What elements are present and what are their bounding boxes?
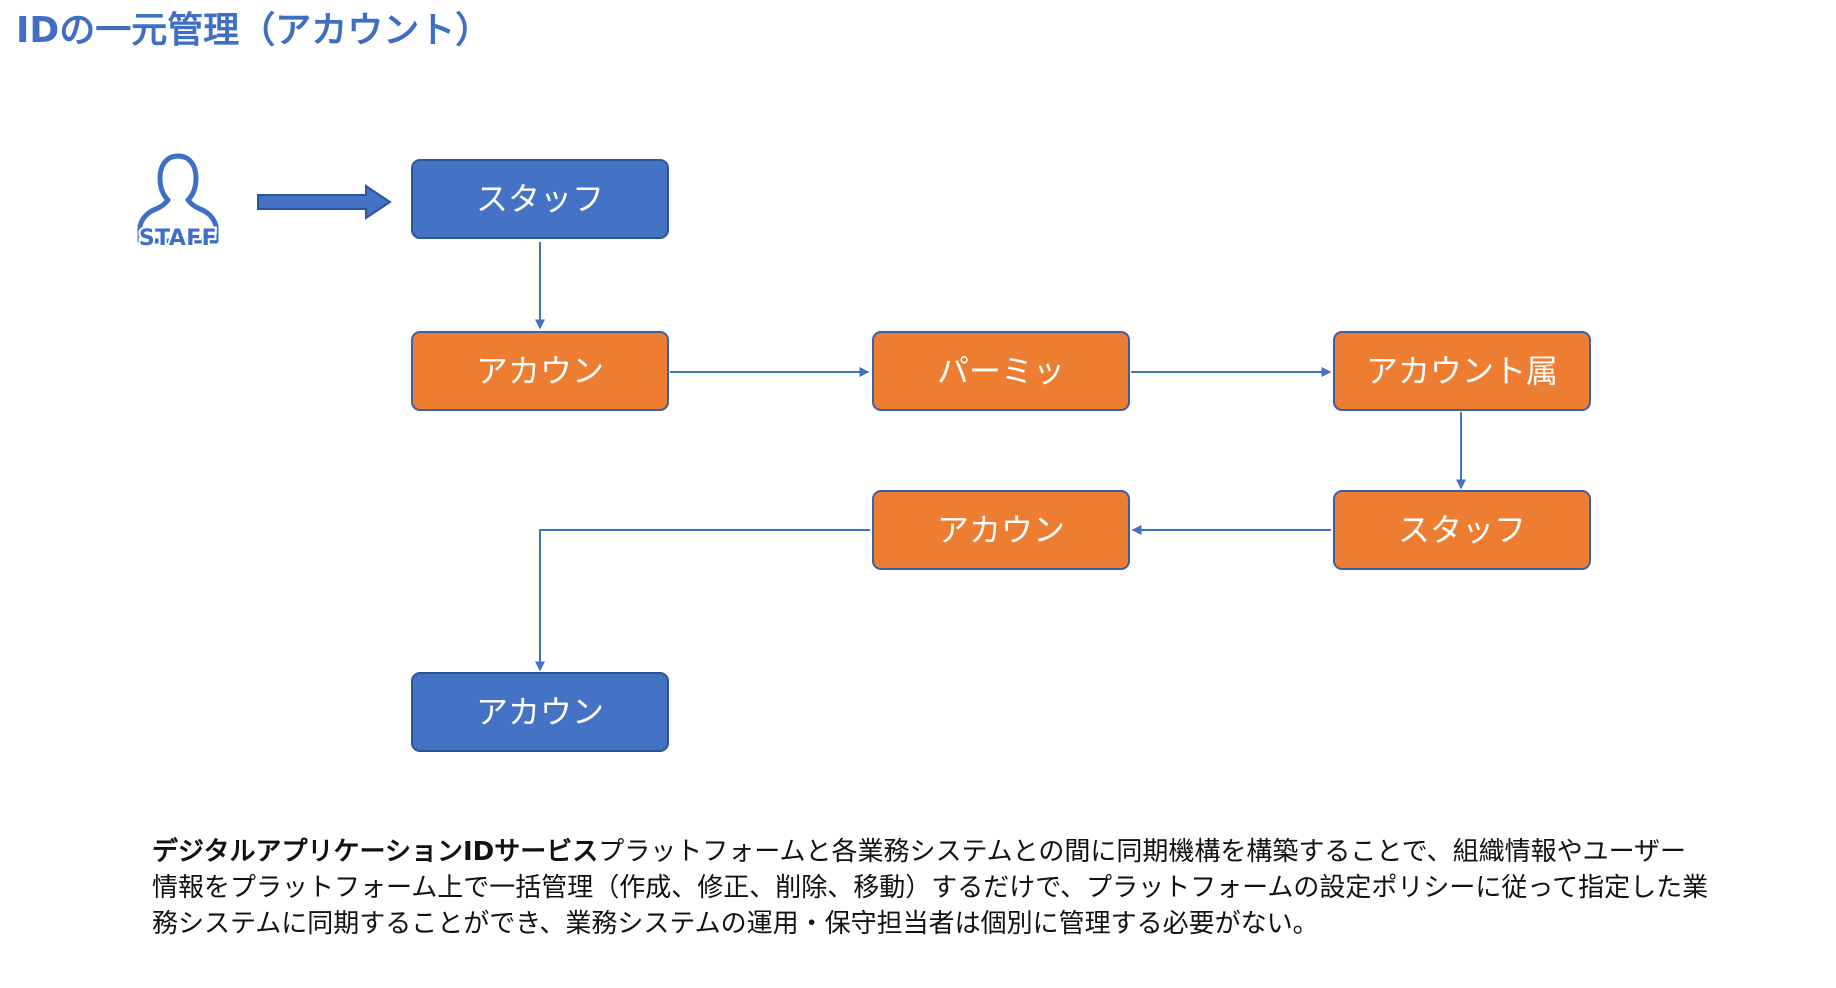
permission-node-label: パーミッ	[936, 352, 1065, 390]
account-result-node: アカウン	[411, 672, 669, 752]
staff-attribute-node: スタッフ	[1333, 490, 1591, 570]
account-attribute-node: アカウント属	[1333, 331, 1591, 411]
connector-account-sync-to-account-result	[535, 529, 870, 672]
account-node: アカウン	[411, 331, 669, 411]
account-result-node-label: アカウン	[475, 693, 604, 731]
page-title: IDの一元管理（アカウント）	[16, 10, 492, 51]
description-body: プラットフォームと各業務システムとの間に同期機構を構築することで、組織情報やユー…	[152, 837, 1709, 939]
staff-node: スタッフ	[411, 159, 669, 239]
account-sync-node-label: アカウン	[936, 511, 1065, 549]
staff-attribute-node-label: スタッフ	[1397, 511, 1526, 549]
staff-node-label: スタッフ	[475, 180, 604, 218]
permission-node: パーミッ	[872, 331, 1130, 411]
staff-person-icon: STAFF	[137, 153, 219, 252]
description-paragraph: デジタルアプリケーションIDサービスプラットフォームと各業務システムとの間に同期…	[152, 834, 1712, 942]
staff-flow-arrow	[257, 184, 392, 220]
account-node-label: アカウン	[475, 352, 604, 390]
description-lead: デジタルアプリケーションIDサービス	[152, 837, 599, 867]
staff-icon-label: STAFF	[139, 226, 217, 251]
account-attribute-node-label: アカウント属	[1365, 352, 1558, 390]
account-sync-node: アカウン	[872, 490, 1130, 570]
